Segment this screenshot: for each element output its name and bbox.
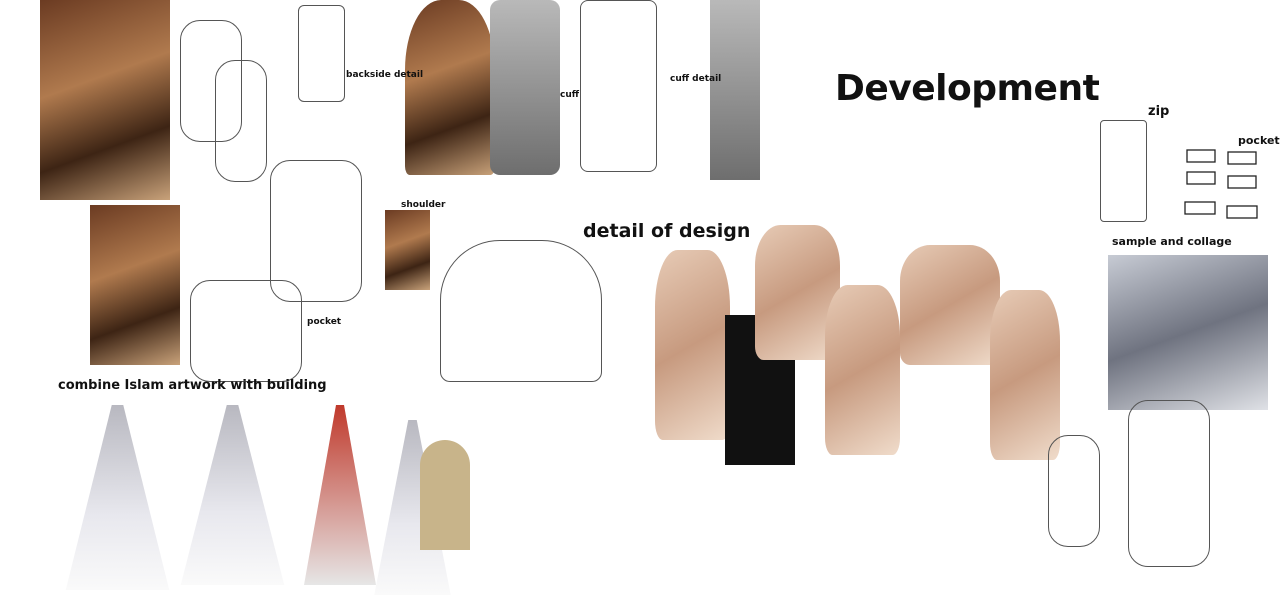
sketch-sleeve <box>215 60 267 182</box>
muslin-mannequin-4 <box>900 245 1000 365</box>
label-sample-and-collage: sample and collage <box>1112 235 1232 248</box>
label-pocket-left: pocket <box>307 317 342 327</box>
sketch-pocket <box>190 280 302 382</box>
sample-collage <box>1108 255 1268 410</box>
figure-sketch-large <box>1128 400 1210 567</box>
muslin-mannequin-3 <box>825 285 900 455</box>
label-backside-detail: backside detail <box>346 70 424 80</box>
muslin-mannequin-1 <box>655 250 730 440</box>
sketch-cuff-detail <box>580 0 657 172</box>
collage-mannequin-arch <box>90 205 180 365</box>
shoulder-photo <box>385 210 430 290</box>
label-detail-of-design: detail of design <box>583 220 751 242</box>
label-cuff-detail: cuff detail <box>670 74 722 84</box>
figure-sketch-small <box>1048 435 1100 547</box>
sketch-trousers <box>440 240 602 382</box>
label-combine-islam-artwork: combine Islam artwork with building <box>58 378 327 393</box>
label-shoulder: shoulder <box>401 200 446 210</box>
cuff-photo-dark <box>710 0 760 180</box>
label-zip: zip <box>1148 104 1170 119</box>
muslin-mannequin-5 <box>990 290 1060 460</box>
sketch-backside <box>298 5 345 102</box>
collage-mannequin-top <box>40 0 170 200</box>
arch-panel <box>420 440 470 550</box>
page-title: Development <box>835 68 1100 109</box>
sketch-bodice <box>180 20 242 142</box>
label-cuff: cuff <box>560 90 580 100</box>
sketch-zip <box>1100 120 1147 222</box>
cuff-photo-gold <box>405 0 495 175</box>
sketch-jacket <box>270 160 362 302</box>
label-pocket-right: pocket <box>1238 134 1280 147</box>
cuff-photo-gray <box>490 0 560 175</box>
